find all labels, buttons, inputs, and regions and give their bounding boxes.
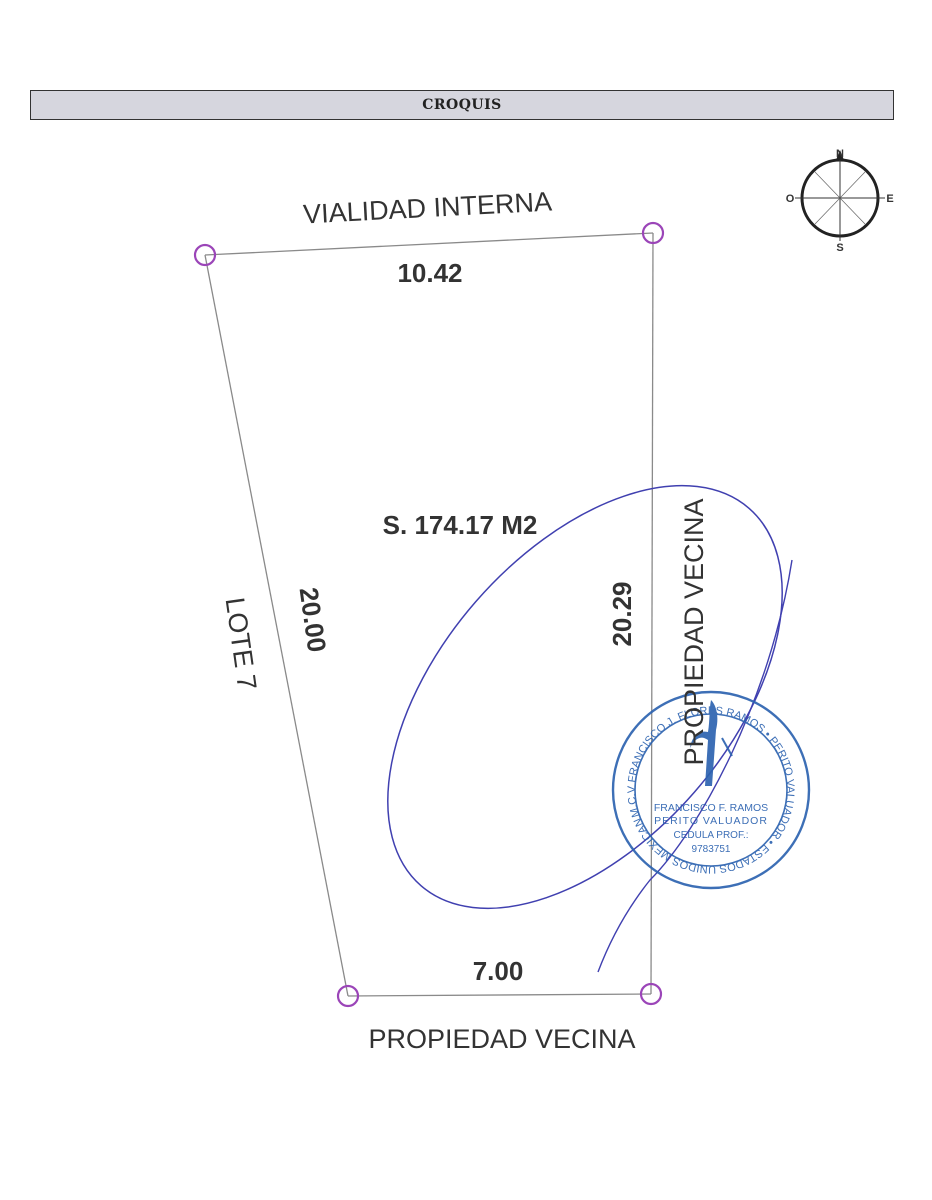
lot-boundary bbox=[204, 232, 654, 997]
stamp-cedula-number: 9783751 bbox=[692, 844, 731, 855]
label-right-side: PROPIEDAD VECINA bbox=[679, 498, 709, 765]
compass-north: N bbox=[836, 148, 844, 160]
vertex-marker bbox=[193, 243, 217, 267]
stamp-name: FRANCISCO F. RAMOS bbox=[654, 802, 768, 814]
stamp-cedula-label: CEDULA PROF.: bbox=[673, 830, 748, 841]
boundary-left bbox=[204, 254, 349, 997]
stamp-bird-icon bbox=[690, 700, 718, 786]
label-left-side: LOTE 7 bbox=[220, 596, 263, 692]
dimension-left: 20.00 bbox=[294, 585, 333, 654]
label-top-side: VIALIDAD INTERNA bbox=[302, 187, 552, 230]
section-title: CROQUIS bbox=[422, 97, 502, 113]
signature bbox=[387, 484, 793, 973]
boundary-top bbox=[204, 232, 654, 256]
dimension-top: 10.42 bbox=[397, 258, 462, 288]
boundary-right bbox=[650, 232, 654, 995]
vertex-marker bbox=[641, 221, 665, 245]
dimension-right: 20.29 bbox=[607, 581, 637, 646]
compass-west: O bbox=[786, 193, 795, 205]
stamp-role: PERITO VALUADOR bbox=[654, 815, 768, 827]
compass-rose-icon: N S E O bbox=[786, 148, 894, 254]
compass-east: E bbox=[886, 193, 893, 205]
section-header: CROQUIS bbox=[30, 90, 894, 120]
vertex-marker bbox=[639, 982, 663, 1006]
vertex-marker bbox=[336, 984, 360, 1008]
area-label: S. 174.17 M2 bbox=[383, 510, 538, 540]
compass-south: S bbox=[836, 242, 843, 254]
boundary-bottom bbox=[347, 993, 652, 997]
label-bottom-side: PROPIEDAD VECINA bbox=[368, 1024, 635, 1054]
dimension-bottom: 7.00 bbox=[473, 956, 524, 986]
